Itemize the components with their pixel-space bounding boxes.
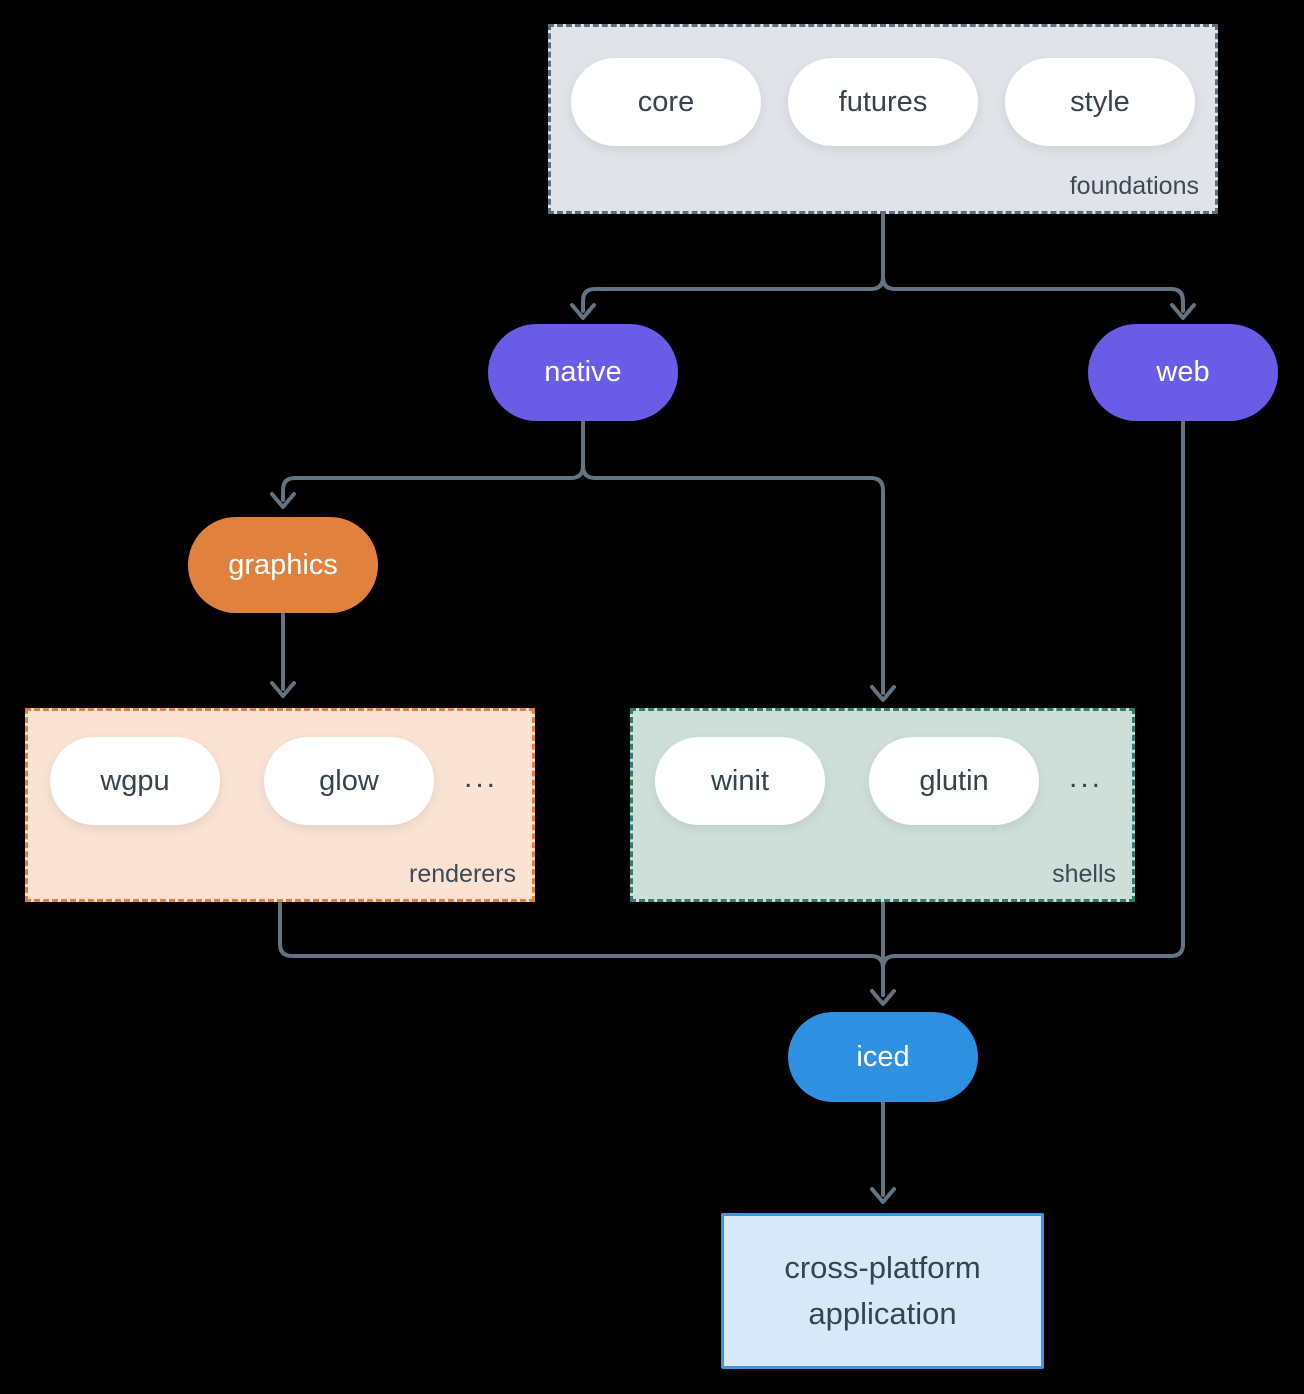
node-style: style [1005, 58, 1195, 146]
arrowhead-into-graphics [270, 492, 296, 509]
node-glow: glow [264, 737, 434, 825]
arrowhead-into-native [570, 303, 596, 320]
edge-native-to-shells [581, 419, 885, 695]
shells-ellipsis: ... [1069, 761, 1104, 794]
node-glutin: glutin [869, 737, 1039, 825]
node-wgpu: wgpu [50, 737, 220, 825]
arrowhead-into-web [1170, 303, 1196, 320]
arrowhead-into-renderers [270, 681, 296, 698]
group-renderers: wgpu glow ... renderers [25, 708, 535, 902]
node-futures: futures [788, 58, 978, 146]
node-core: core [571, 58, 761, 146]
renderers-pill-row: wgpu glow ... [28, 711, 532, 825]
group-label-renderers: renderers [409, 860, 516, 888]
shells-pill-row: winit glutin ... [633, 711, 1132, 825]
renderers-ellipsis: ... [464, 761, 499, 794]
edge-renderers-to-iced [278, 900, 885, 997]
group-label-foundations: foundations [1069, 172, 1199, 200]
arrowhead-into-iced [870, 989, 896, 1006]
node-web: web [1088, 324, 1278, 421]
group-shells: winit glutin ... shells [630, 708, 1135, 902]
arrowhead-into-shells [870, 685, 896, 702]
foundations-pill-row: core futures style [551, 27, 1215, 146]
edge-foundations-to-web [881, 212, 1185, 313]
node-graphics: graphics [188, 517, 378, 613]
node-winit: winit [655, 737, 825, 825]
edge-web-to-iced [881, 419, 1185, 997]
node-cross-platform-application: cross-platform application [721, 1213, 1044, 1369]
group-label-shells: shells [1052, 860, 1116, 888]
node-native: native [488, 324, 678, 421]
edge-foundations-to-native [581, 212, 885, 313]
arrowhead-into-application [870, 1187, 896, 1204]
node-iced: iced [788, 1012, 978, 1102]
group-foundations: core futures style foundations [548, 24, 1218, 214]
edge-native-to-graphics [281, 419, 585, 502]
